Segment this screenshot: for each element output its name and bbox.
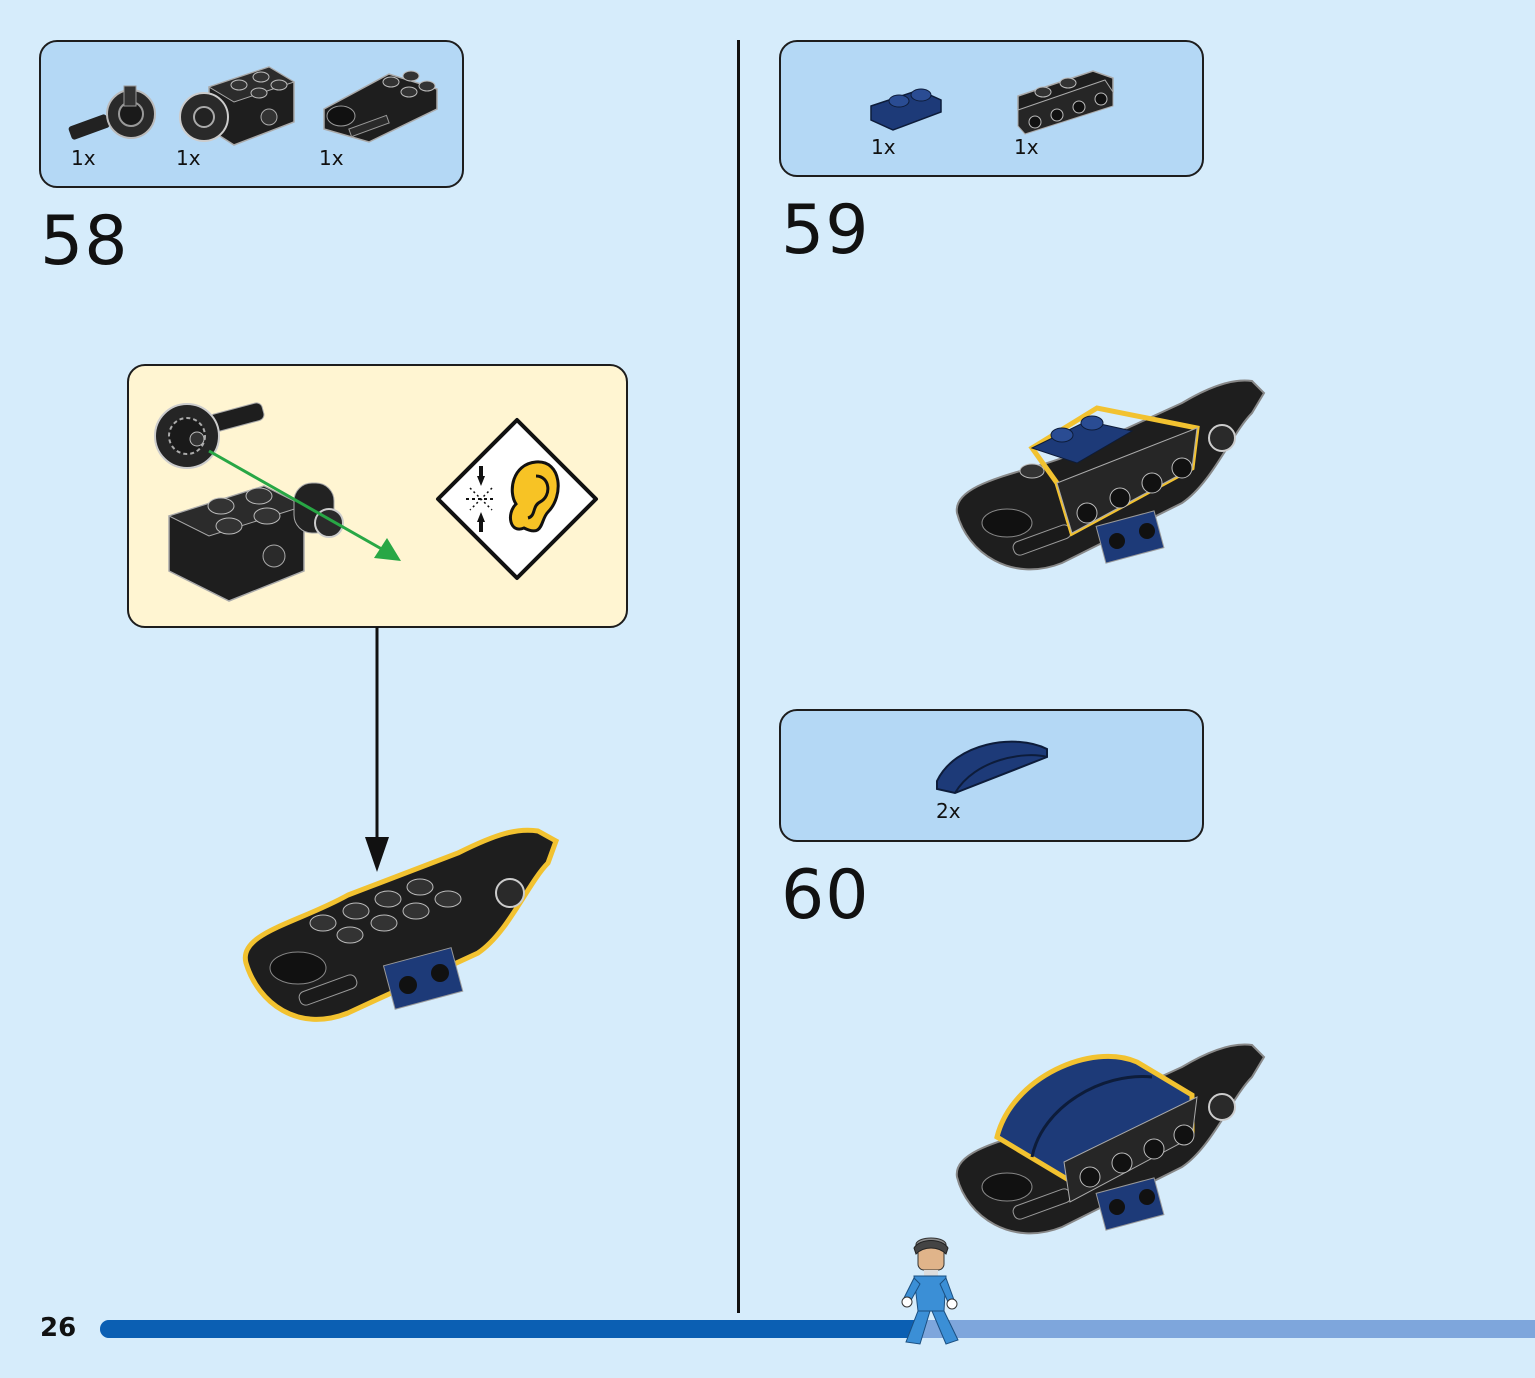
progress-bar — [100, 1320, 1535, 1338]
minifigure-walking-icon — [901, 1237, 959, 1345]
step-59-model — [955, 379, 1266, 571]
step-number: 59 — [781, 191, 870, 270]
step-number: 58 — [40, 202, 129, 281]
plate-1x2-dark-blue-icon — [870, 88, 942, 131]
sub-assembly-callout — [127, 364, 628, 628]
plate-with-clip-icon — [323, 70, 438, 143]
step-60-model — [955, 1043, 1266, 1235]
insert-arrow-icon — [208, 449, 401, 561]
callout-arrow — [365, 627, 389, 872]
bracket-plate-black-icon — [1017, 70, 1114, 135]
part-qty: 1x — [871, 135, 896, 159]
curved-slope-dark-blue-icon — [936, 740, 1048, 795]
column-divider — [737, 40, 740, 1313]
ball-joint-connector-icon — [68, 85, 156, 140]
brick-sub-icon — [167, 482, 344, 602]
step-60-parts-box: 2x — [779, 709, 1204, 842]
page-number: 26 — [40, 1313, 77, 1343]
step-59-parts-box: 1x 1x — [779, 40, 1204, 177]
progress-bar-fill — [100, 1320, 918, 1338]
part-qty: 1x — [71, 146, 96, 170]
ball-joint-sub-icon — [154, 402, 265, 469]
step-58-model — [242, 827, 560, 1022]
part-qty: 1x — [319, 146, 344, 170]
part-qty: 1x — [1014, 135, 1039, 159]
step-number: 60 — [781, 856, 870, 935]
brick-with-socket-icon — [179, 66, 296, 146]
part-qty: 2x — [936, 799, 961, 823]
click-sound-ear-icon — [436, 418, 598, 580]
part-qty: 1x — [176, 146, 201, 170]
step-58-parts-box: 1x 1x 1x — [39, 40, 464, 188]
